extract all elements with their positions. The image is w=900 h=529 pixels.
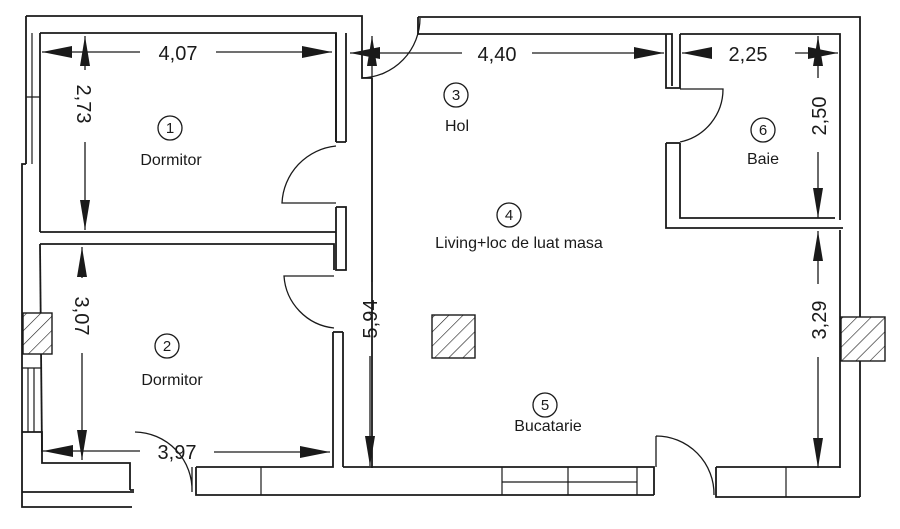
dim-living-height: 5,94 bbox=[360, 300, 382, 339]
room-2-number: 2 bbox=[163, 338, 171, 355]
door-entrance[interactable] bbox=[361, 17, 421, 79]
room-6-number: 6 bbox=[759, 122, 767, 139]
window-room2 bbox=[22, 367, 42, 432]
inner-wall-bath-top bbox=[680, 33, 841, 220]
door-bath[interactable] bbox=[679, 88, 724, 143]
wall-room1-right-lower bbox=[335, 206, 347, 271]
chimney-right bbox=[840, 316, 886, 362]
bottom-wall bbox=[195, 465, 860, 498]
room-6-label: 6 Baie bbox=[747, 117, 779, 168]
inner-wall-top-hall bbox=[417, 17, 673, 86]
window-kitchen bbox=[501, 467, 638, 495]
wall-room2-top bbox=[40, 243, 335, 270]
wall-room2-right bbox=[332, 332, 344, 467]
window-room1 bbox=[26, 33, 40, 164]
outer-wall-left-lower bbox=[21, 262, 132, 508]
dim-kitchen-height: 3,29 bbox=[809, 301, 831, 340]
outer-wall-top-right bbox=[418, 16, 861, 497]
room-3-label: 3 Hol bbox=[443, 82, 469, 135]
bottom-wall-outer-left bbox=[195, 467, 654, 496]
wall-room2-bottom-outer bbox=[22, 489, 134, 493]
room-6-name: Baie bbox=[747, 151, 779, 168]
dim-bath-height: 2,50 bbox=[809, 97, 831, 136]
room-4-label: 4 Living+loc de luat masa bbox=[435, 202, 603, 252]
room-3-number: 3 bbox=[452, 87, 460, 104]
dim-room1-height: 2,73 bbox=[72, 85, 94, 124]
dim-room2-height: 3,07 bbox=[70, 297, 92, 336]
wall-room2-bottom-left bbox=[22, 431, 131, 490]
room-5-name: Bucatarie bbox=[514, 418, 582, 435]
door-room2-balcony[interactable] bbox=[134, 431, 193, 493]
dim-bath-width: 2,25 bbox=[729, 44, 768, 66]
dim-hall-width: 4,40 bbox=[478, 44, 517, 66]
dim-room2-width: 3,97 bbox=[158, 442, 197, 464]
outer-wall-top-left bbox=[26, 15, 363, 30]
door-room1[interactable] bbox=[281, 145, 337, 204]
dim-room1-width: 4,07 bbox=[159, 43, 198, 65]
column-living bbox=[431, 314, 476, 359]
door-room2[interactable] bbox=[283, 275, 335, 329]
room-2-label: 2 Dormitor bbox=[141, 333, 203, 389]
room-4-number: 4 bbox=[505, 207, 513, 224]
room-2-name: Dormitor bbox=[141, 372, 203, 389]
bottom-wall-room2-inner bbox=[196, 465, 334, 468]
doors bbox=[134, 17, 724, 496]
room-5-label: 5 Bucatarie bbox=[514, 392, 582, 435]
outer-wall-left bbox=[21, 16, 27, 262]
door-kitchen[interactable] bbox=[655, 435, 715, 496]
room-5-number: 5 bbox=[541, 397, 549, 414]
dimension-lines: 4,07 2,73 3,07 3,97 4,40 5,94 bbox=[42, 36, 838, 468]
room-4-name: Living+loc de luat masa bbox=[435, 235, 603, 252]
wall-bath-upper bbox=[665, 34, 681, 89]
bottom-wall-right bbox=[715, 466, 860, 498]
wall-bath-lower bbox=[665, 143, 843, 229]
room-1-name: Dormitor bbox=[140, 152, 202, 169]
bottom-wall-living-inner bbox=[343, 466, 655, 495]
room-1-number: 1 bbox=[166, 120, 174, 137]
chimney-left bbox=[22, 312, 53, 355]
wall-room1-right-upper bbox=[335, 33, 347, 143]
room-1-label: 1 Dormitor bbox=[140, 115, 202, 169]
interior-walls bbox=[22, 30, 843, 493]
room-labels: 1 Dormitor 2 Dormitor 3 Hol 4 Living+loc… bbox=[140, 82, 779, 435]
room-3-name: Hol bbox=[445, 118, 469, 135]
